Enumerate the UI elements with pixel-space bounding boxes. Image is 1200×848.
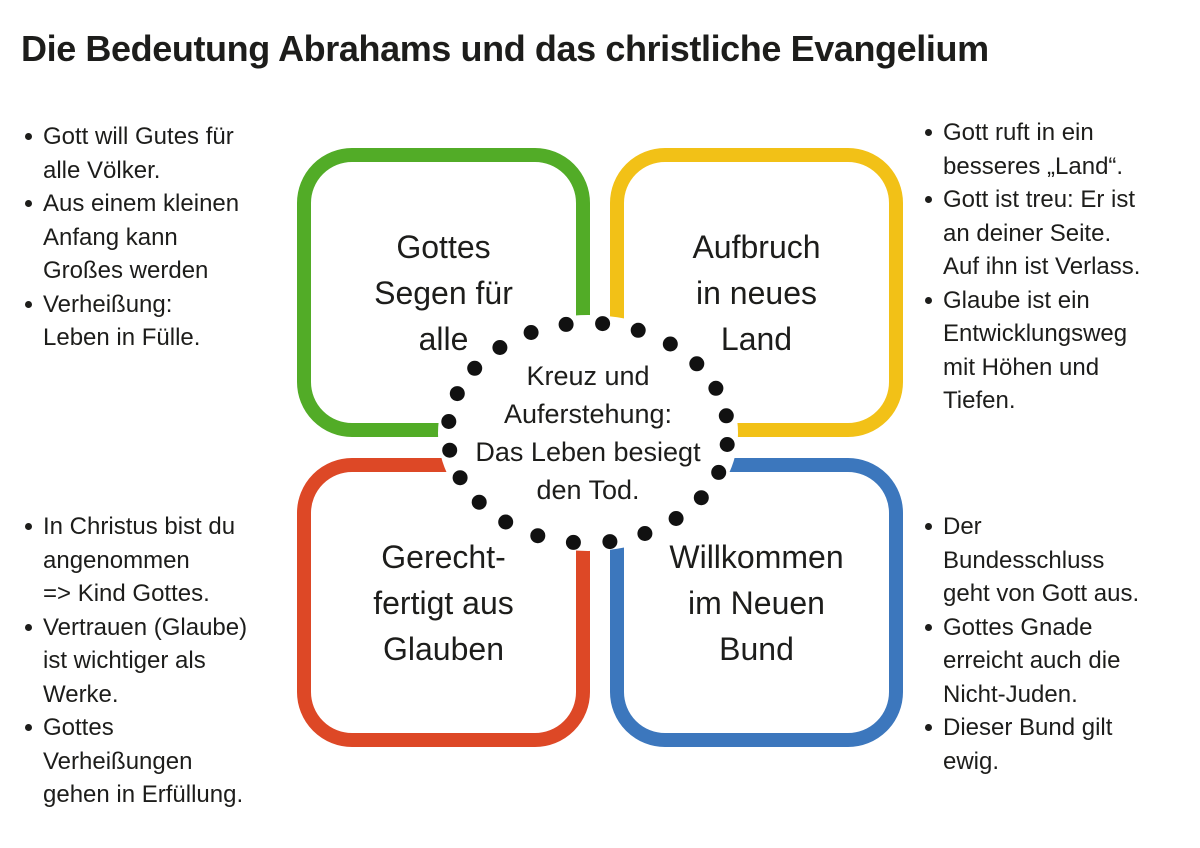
dot-ring — [441, 316, 735, 550]
ring-dot — [719, 437, 735, 452]
ring-dot — [711, 464, 727, 480]
ring-dot — [708, 380, 724, 396]
ring-dot — [530, 528, 546, 544]
note-item: In Christus bist du angenommen => Kind G… — [22, 510, 290, 611]
ring-dot — [449, 386, 465, 402]
note-item: Glaube ist ein Entwicklungsweg mit Höhen… — [922, 284, 1190, 418]
ring-dot — [718, 408, 734, 424]
ring-dot — [492, 340, 508, 355]
center-ellipse — [438, 315, 738, 551]
ring-dot — [662, 336, 678, 352]
ring-dot — [668, 511, 684, 526]
box-outline-top-right — [610, 148, 903, 437]
box-outline-bottom-right — [610, 458, 903, 747]
note-item: Gott ruft in ein besseres „Land“. — [922, 116, 1190, 183]
ring-dot — [637, 526, 653, 541]
ring-dot — [452, 470, 468, 486]
box-outline-bottom-left — [297, 458, 590, 747]
ring-dot — [595, 316, 611, 332]
note-item: Gottes Verheißungen gehen in Erfüllung. — [22, 711, 290, 812]
box-label-gerechtfertigt: Gerecht- fertigt aus Glauben — [373, 538, 514, 667]
box-label-willkommen: Willkommen im Neuen Bund — [669, 538, 844, 667]
note-item: Vertrauen (Glaube) ist wichtiger als Wer… — [22, 611, 290, 712]
note-item: Gott will Gutes für alle Völker. — [22, 120, 290, 187]
ring-dot — [689, 356, 705, 372]
ring-dot — [523, 325, 539, 340]
note-item: Der Bundesschluss geht von Gott aus. — [922, 510, 1190, 611]
page-title: Die Bedeutung Abrahams und das christlic… — [21, 28, 989, 69]
note-item: Dieser Bund gilt ewig. — [922, 711, 1190, 778]
box-label-aufbruch: Aufbruch in neues Land — [692, 228, 821, 357]
note-item: Verheißung: Leben in Fülle. — [22, 288, 290, 355]
note-item: Aus einem kleinen Anfang kann Großes wer… — [22, 187, 290, 288]
notes-top-right: Gott ruft in ein besseres „Land“. Gott i… — [922, 116, 1190, 418]
ring-dot — [602, 534, 618, 550]
ring-dot — [565, 534, 581, 550]
box-label-gottes-segen: Gottes Segen für alle — [374, 228, 513, 357]
ring-dot — [467, 360, 483, 376]
notes-bottom-right: Der Bundesschluss geht von Gott aus. Got… — [922, 510, 1190, 778]
note-item: Gott ist treu: Er ist an deiner Seite. A… — [922, 183, 1190, 284]
ring-dot — [442, 442, 458, 458]
ring-dot — [498, 514, 514, 530]
ring-dot — [558, 316, 574, 332]
ring-dot — [441, 414, 457, 429]
center-text: Kreuz und Auferstehung: Das Leben besieg… — [475, 361, 701, 505]
ring-dot — [693, 490, 709, 506]
ring-dot — [471, 494, 487, 510]
note-item: Gottes Gnade erreicht auch die Nicht-Jud… — [922, 611, 1190, 712]
ring-dot — [630, 322, 646, 338]
notes-bottom-left: In Christus bist du angenommen => Kind G… — [22, 510, 290, 812]
notes-top-left: Gott will Gutes für alle Völker. Aus ein… — [22, 120, 290, 355]
